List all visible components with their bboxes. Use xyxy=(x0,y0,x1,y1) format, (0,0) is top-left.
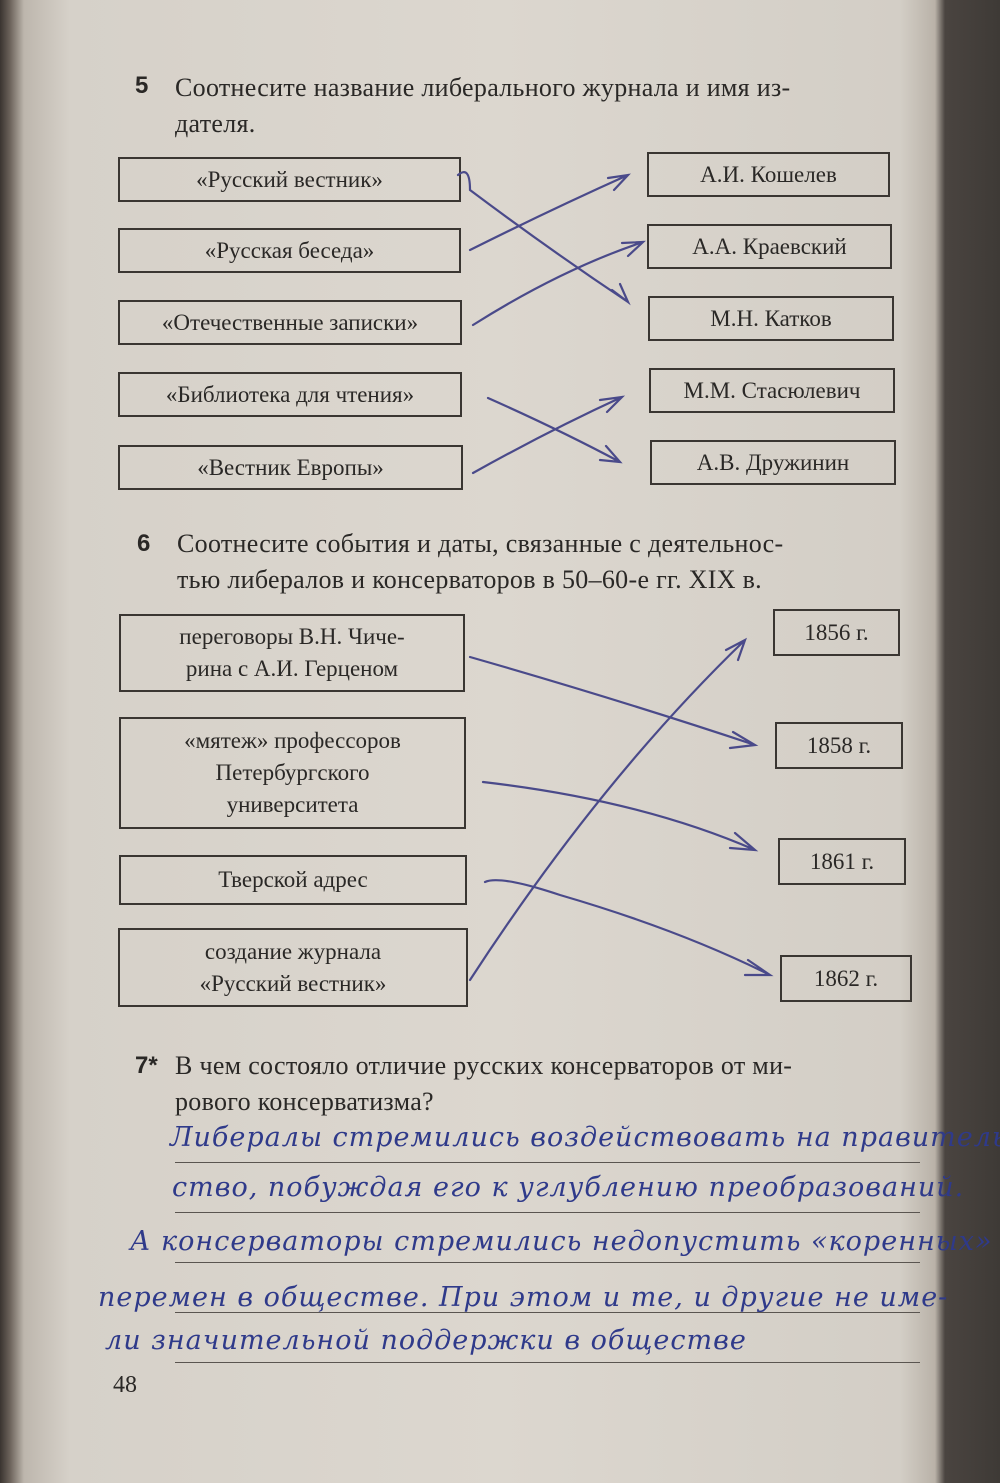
date-box: 1861 г. xyxy=(778,838,906,885)
prompt-line: тью либералов и консерваторов в 50–60-е … xyxy=(177,565,762,594)
task-6-prompt: Соотнесите события и даты, связанные с д… xyxy=(177,526,783,598)
event-box: создание журнала «Русский вестник» xyxy=(118,928,468,1007)
event-text: университета xyxy=(226,792,359,817)
journal-box: «Отечественные записки» xyxy=(118,300,462,345)
page-number: 48 xyxy=(113,1372,137,1398)
answer-rule xyxy=(175,1262,920,1263)
arrow xyxy=(471,395,626,475)
journal-box: «Русская беседа» xyxy=(118,228,461,273)
arrow xyxy=(456,171,631,306)
arrow xyxy=(486,396,623,464)
handwritten-answer-line: ство, побуждая его к углублению преобраз… xyxy=(172,1172,965,1203)
event-text: «мятеж» профессоров xyxy=(184,728,401,753)
prompt-line: В чем состояло отличие русских консерват… xyxy=(175,1051,793,1080)
prompt-line: рового консерватизма? xyxy=(175,1087,434,1116)
arrow xyxy=(483,879,774,977)
arrow xyxy=(481,780,759,852)
event-text: Петербургского xyxy=(215,760,370,785)
arrow xyxy=(471,240,646,327)
answer-rule xyxy=(175,1362,920,1363)
prompt-line: Соотнесите название либерального журнала… xyxy=(175,73,791,102)
arrow xyxy=(468,655,759,750)
handwritten-answer-line: А консерваторы стремились недопустить «к… xyxy=(130,1226,993,1257)
event-text: переговоры В.Н. Чиче- xyxy=(179,624,405,649)
handwritten-answer-line: Либералы стремились воздействовать на пр… xyxy=(170,1122,1000,1153)
event-text: рина с А.И. Герценом xyxy=(185,656,399,681)
answer-rule xyxy=(175,1312,920,1313)
publisher-box: М.Н. Катков xyxy=(648,296,894,341)
prompt-line: дателя. xyxy=(175,109,256,138)
date-box: 1858 г. xyxy=(775,722,903,769)
handwritten-answer-line: перемен в обществе. При этом и те, и дру… xyxy=(98,1282,949,1313)
task-7-prompt: В чем состояло отличие русских консерват… xyxy=(175,1048,792,1120)
arrow xyxy=(468,173,631,252)
handwritten-answer-line: ли значительной поддержки в обществе xyxy=(105,1325,747,1356)
journal-box: «Вестник Европы» xyxy=(118,445,463,490)
answer-rule xyxy=(175,1162,920,1163)
publisher-box: А.А. Краевский xyxy=(647,224,892,269)
publisher-box: А.В. Дружинин xyxy=(650,440,896,485)
event-text: «Русский вестник» xyxy=(199,970,387,996)
answer-rule xyxy=(175,1212,920,1213)
task-5-number: 5 xyxy=(135,72,149,99)
task-7-number: 7* xyxy=(135,1052,158,1079)
date-box: 1862 г. xyxy=(780,955,912,1002)
prompt-line: Соотнесите события и даты, связанные с д… xyxy=(177,529,784,558)
journal-box: «Русский вестник» xyxy=(118,157,461,202)
event-text: создание журнала xyxy=(204,938,382,964)
publisher-box: М.М. Стасюлевич xyxy=(649,368,895,413)
event-box: переговоры В.Н. Чиче-рина с А.И. Герцено… xyxy=(119,614,465,692)
task-6-number: 6 xyxy=(137,530,151,557)
task-5-prompt: Соотнесите название либерального журнала… xyxy=(175,70,790,142)
date-box: 1856 г. xyxy=(773,609,900,656)
journal-box: «Библиотека для чтения» xyxy=(118,372,462,417)
event-box: Тверской адрес xyxy=(119,855,467,905)
arrow xyxy=(468,637,747,982)
publisher-box: А.И. Кошелев xyxy=(647,152,890,197)
